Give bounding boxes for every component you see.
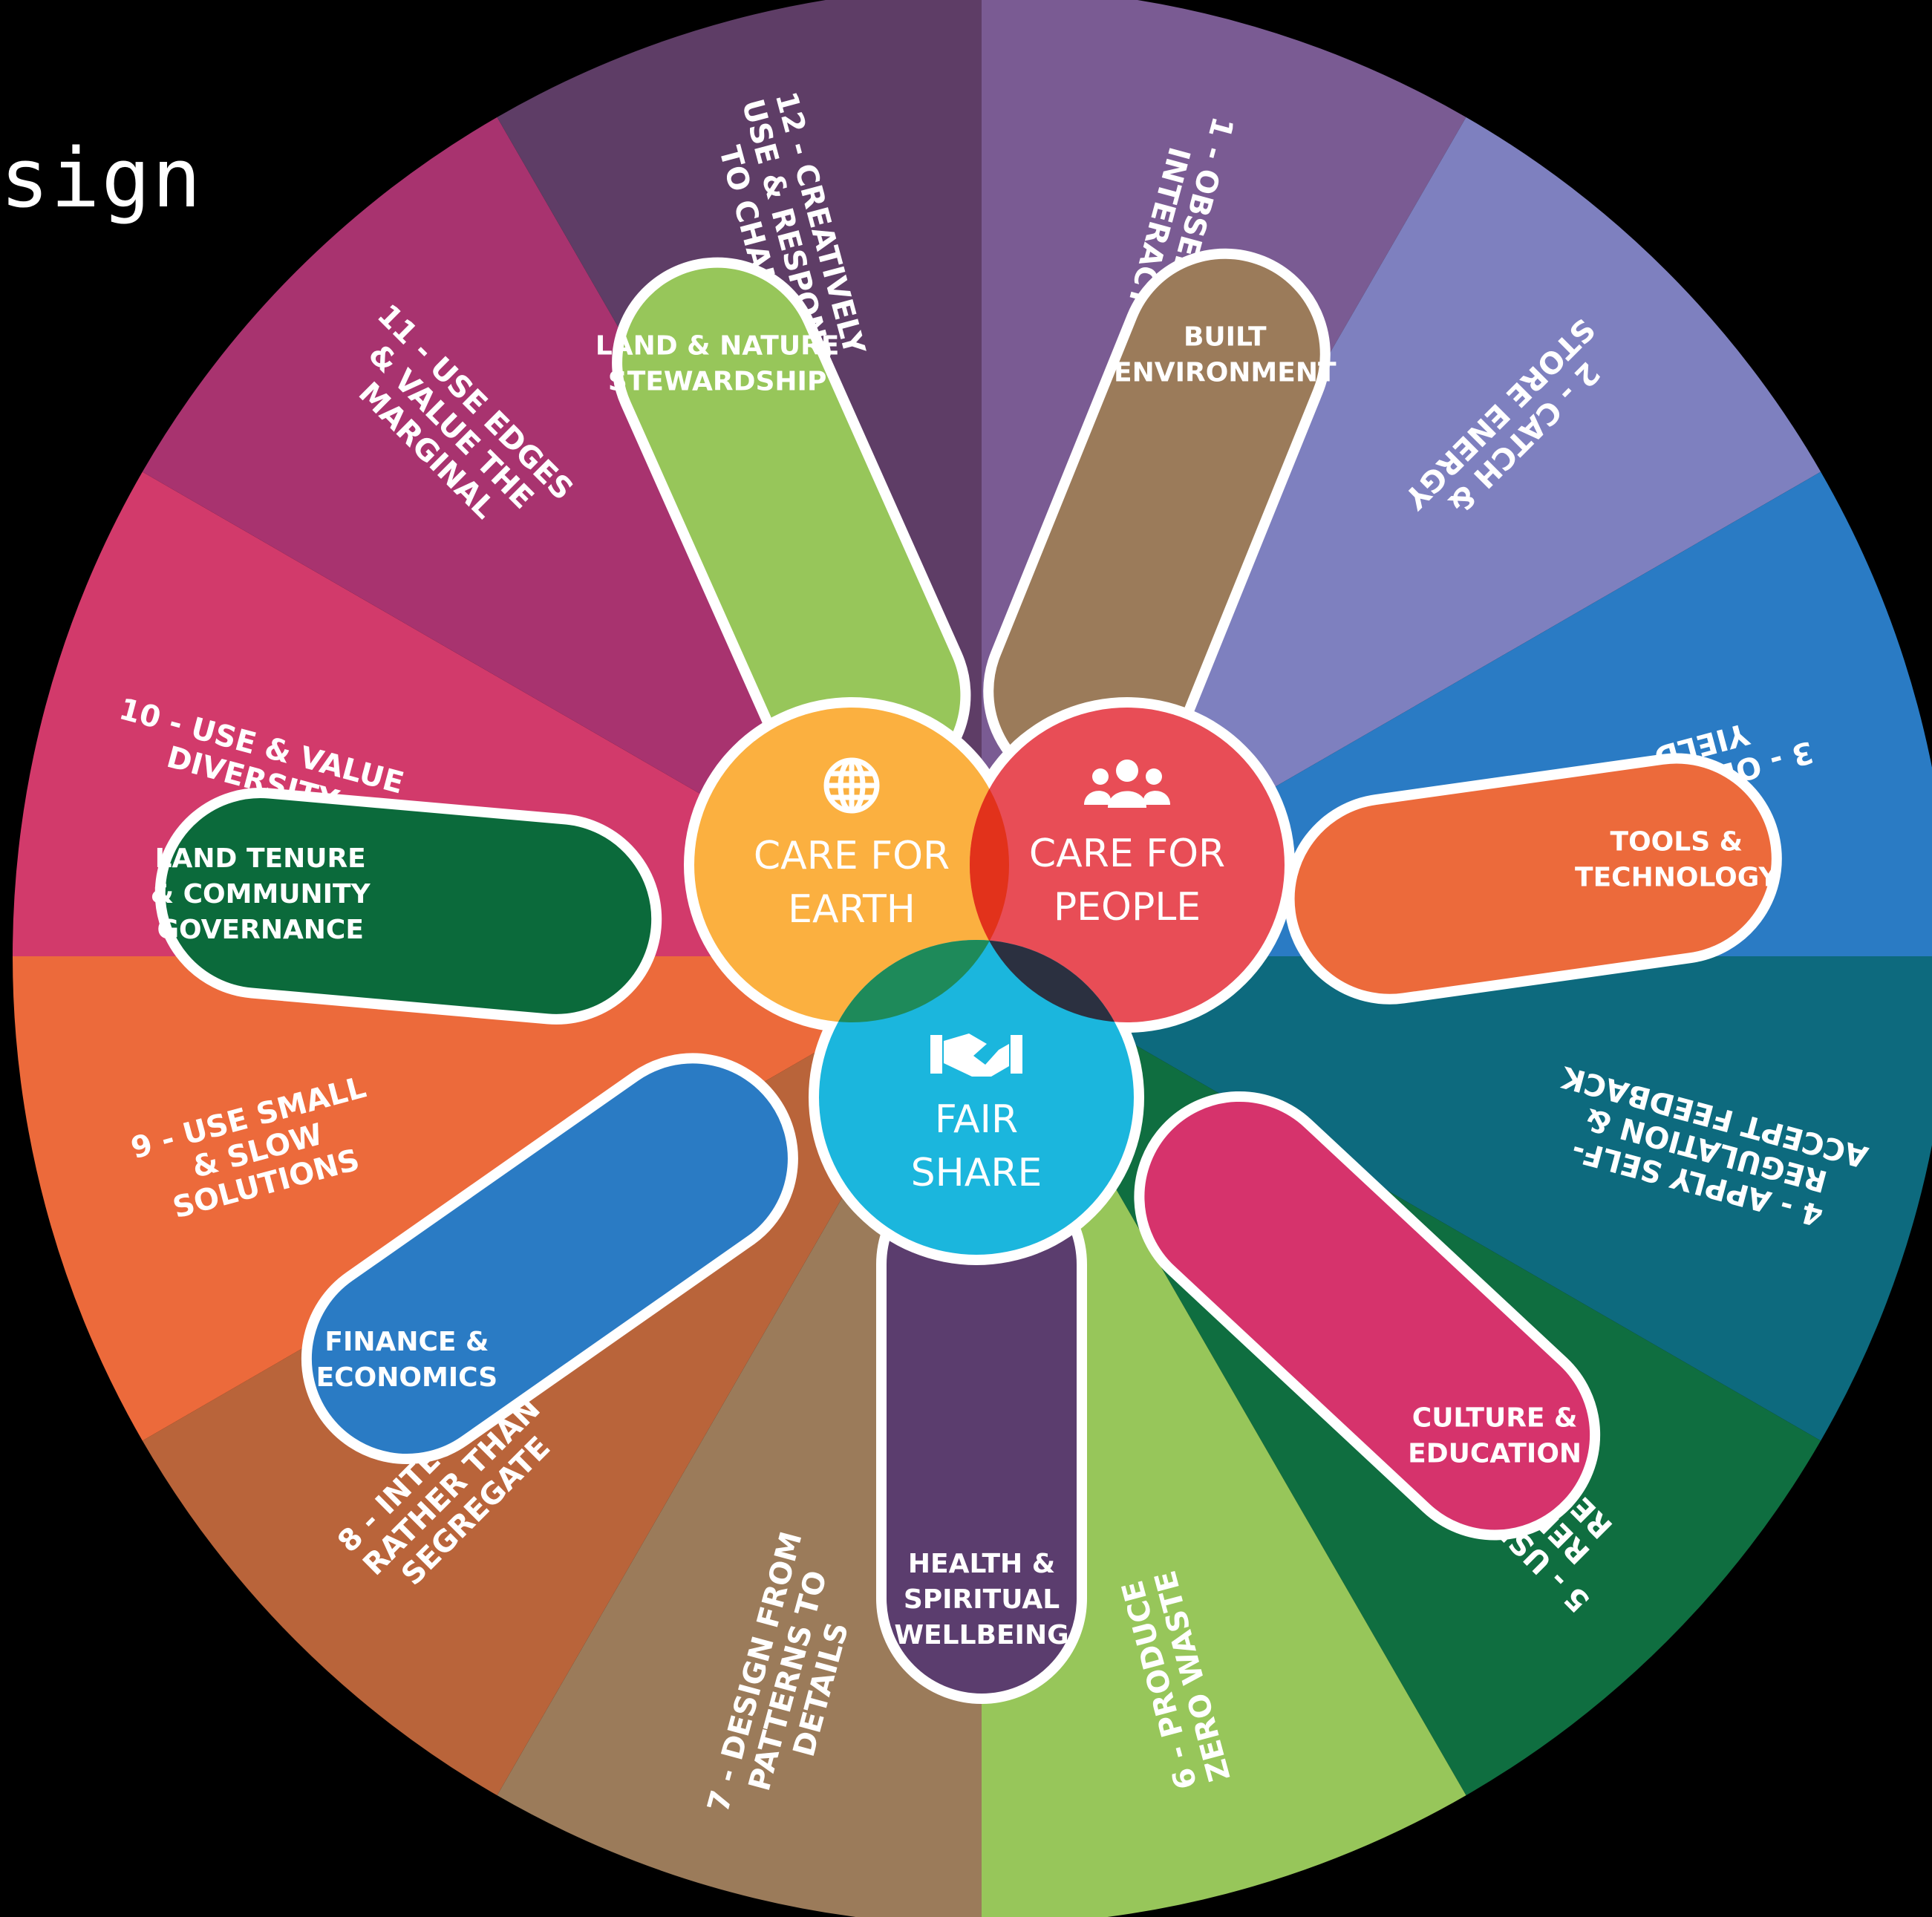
petal-label-land-tenure-community-governance: LAND TENURE & COMMUNITY GOVERNANCE (151, 843, 371, 945)
petal-label-line: LAND & NATURE (595, 331, 840, 362)
petal-label-line: CULTURE & (1412, 1402, 1578, 1433)
petal-culture-education (1134, 1091, 1601, 1541)
petal-label-line: SPIRITUAL (904, 1584, 1060, 1615)
petal-label-line: GOVERNANCE (157, 915, 364, 945)
petal-label-line: STEWARDSHIP (608, 367, 826, 397)
petal-label-culture-education: CULTURE & EDUCATION (1408, 1402, 1582, 1469)
ethic-label-fair-share: FAIR (935, 1097, 1018, 1142)
zones-petals: BUILT ENVIRONMENT TOOLS & TECHNOLOGY CULTURE… (151, 248, 1782, 1704)
petal-shape (1134, 1091, 1601, 1541)
petal-label-built-environment: BUILT ENVIRONMENT (1114, 322, 1337, 388)
petal-tools-technology (1284, 753, 1782, 1005)
ethic-circle-care-for-people (970, 708, 1285, 1022)
petal-label-line: TECHNOLOGY (1575, 862, 1778, 892)
ethics-core: CARE FOR EARTH CARE FOR PEOPLE FAIR SHARE (684, 697, 1295, 1265)
ethic-label-care-for-earth: EARTH (788, 887, 916, 932)
petal-shape (1284, 753, 1782, 1005)
petal-label-tools-technology: TOOLS & TECHNOLOGY (1575, 826, 1778, 892)
page-title: sign (0, 131, 203, 226)
ethic-circle-care-for-earth (694, 708, 1009, 1022)
ethic-label-care-for-earth: CARE FOR (754, 834, 950, 878)
petal-label-finance-economics: FINANCE & ECONOMICS (316, 1327, 498, 1393)
petal-label-line: & COMMUNITY (151, 879, 371, 909)
petal-label-line: ENVIRONMENT (1114, 358, 1337, 388)
petal-label-line: ECONOMICS (316, 1362, 498, 1393)
petal-label-line: HEALTH & (908, 1549, 1055, 1579)
petal-label-line: EDUCATION (1408, 1438, 1582, 1469)
globe-icon (823, 757, 880, 814)
petal-label-line: WELLBEING (894, 1620, 1068, 1650)
ethic-circle-fair-share (819, 940, 1134, 1255)
petal-label-line: LAND TENURE (155, 843, 366, 874)
petal-finance-economics (301, 1053, 798, 1465)
petal-shape (154, 788, 662, 1025)
principle-sector-4 (982, 956, 1932, 1441)
petal-land-tenure-community-governance (154, 788, 662, 1025)
petal-label-line: BUILT (1184, 322, 1267, 353)
people-icon (1084, 760, 1170, 808)
petal-label-line: TOOLS & (1610, 826, 1743, 857)
petal-label-health-spiritual-wellbeing: HEALTH & SPIRITUAL WELLBEING (894, 1549, 1068, 1650)
ethic-label-care-for-people: CARE FOR (1029, 832, 1225, 876)
petal-label-line: FINANCE & (324, 1327, 489, 1357)
petal-shape (301, 1053, 798, 1465)
ethic-label-care-for-people: PEOPLE (1054, 885, 1201, 930)
petal-label-land-nature-stewardship: LAND & NATURE STEWARDSHIP (595, 331, 840, 397)
handshake-icon (930, 1033, 1022, 1077)
ethic-label-fair-share: SHARE (911, 1151, 1042, 1195)
